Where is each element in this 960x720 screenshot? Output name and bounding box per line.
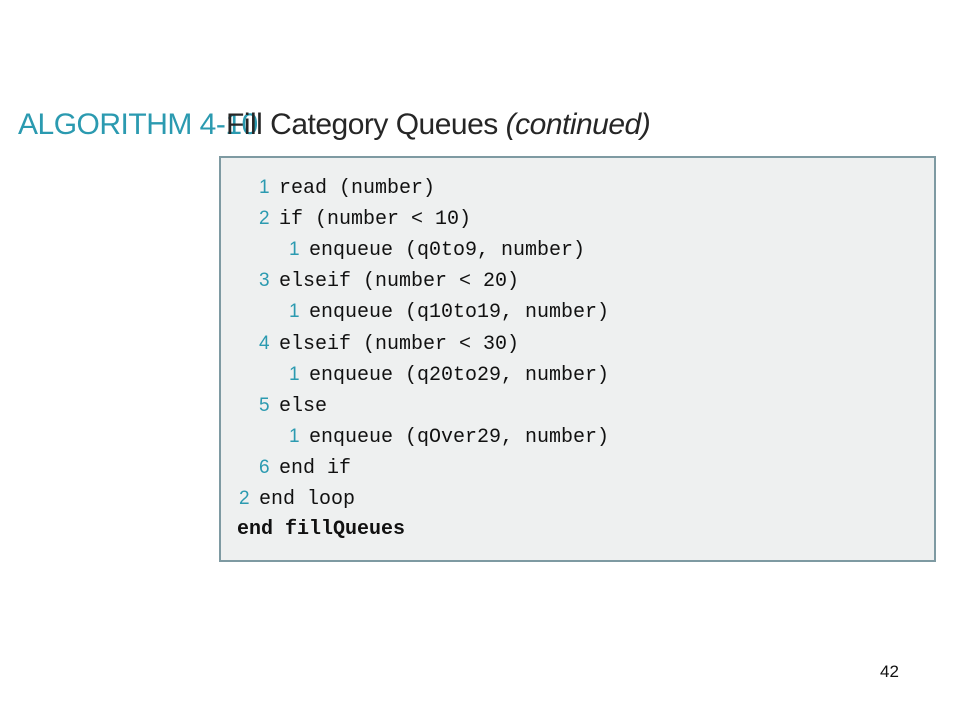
code-line: 1 enqueue (q0to9, number) [289, 234, 585, 265]
code-line: 1 read (number) [259, 172, 435, 203]
code-line: 4 elseif (number < 30) [259, 328, 519, 359]
line-text: end loop [259, 488, 356, 511]
line-text: enqueue (q10to19, number) [309, 301, 610, 324]
line-text: end fillQueues [237, 518, 406, 541]
code-line: 1 enqueue (q10to19, number) [289, 296, 609, 327]
line-number: 5 [259, 395, 270, 416]
line-text: end if [279, 457, 352, 480]
line-text: enqueue (q20to29, number) [309, 364, 610, 387]
code-line: 2 end loop [239, 483, 355, 514]
page-number: 42 [880, 662, 899, 681]
algorithm-continued-note: (continued) [505, 108, 651, 141]
line-number: 6 [259, 457, 270, 478]
line-text: elseif (number < 30) [279, 333, 520, 356]
line-number: 3 [259, 270, 270, 291]
code-line: 1 enqueue (qOver29, number) [289, 421, 609, 452]
code-line: end fillQueues [237, 514, 405, 545]
line-number: 1 [289, 239, 300, 260]
line-text: elseif (number < 20) [279, 270, 520, 293]
algorithm-title: Fill Category Queues (continued) [226, 108, 651, 141]
line-number: 1 [289, 301, 300, 322]
algorithm-title-text: Fill Category Queues [226, 108, 498, 141]
line-text: else [279, 395, 328, 418]
line-text: if (number < 10) [279, 208, 472, 231]
line-number: 2 [239, 488, 250, 509]
line-text: read (number) [279, 177, 436, 200]
code-listing: 1 read (number) 2 if (number < 10) 1 enqueu… [219, 156, 936, 562]
line-number: 2 [259, 208, 270, 229]
code-line: 1 enqueue (q20to29, number) [289, 359, 609, 390]
line-number: 1 [289, 426, 300, 447]
code-line: 3 elseif (number < 20) [259, 265, 519, 296]
code-line: 5 else [259, 390, 327, 421]
line-text: enqueue (qOver29, number) [309, 426, 610, 449]
algorithm-heading: ALGORITHM 4-10Fill Category Queues (cont… [18, 108, 651, 148]
code-line: 2 if (number < 10) [259, 203, 471, 234]
line-text: enqueue (q0to9, number) [309, 239, 586, 262]
line-number: 1 [289, 364, 300, 385]
algorithm-label: ALGORITHM 4-10 [18, 108, 258, 141]
code-line: 6 end if [259, 452, 351, 483]
line-number: 4 [259, 333, 270, 354]
line-number: 1 [259, 177, 270, 198]
